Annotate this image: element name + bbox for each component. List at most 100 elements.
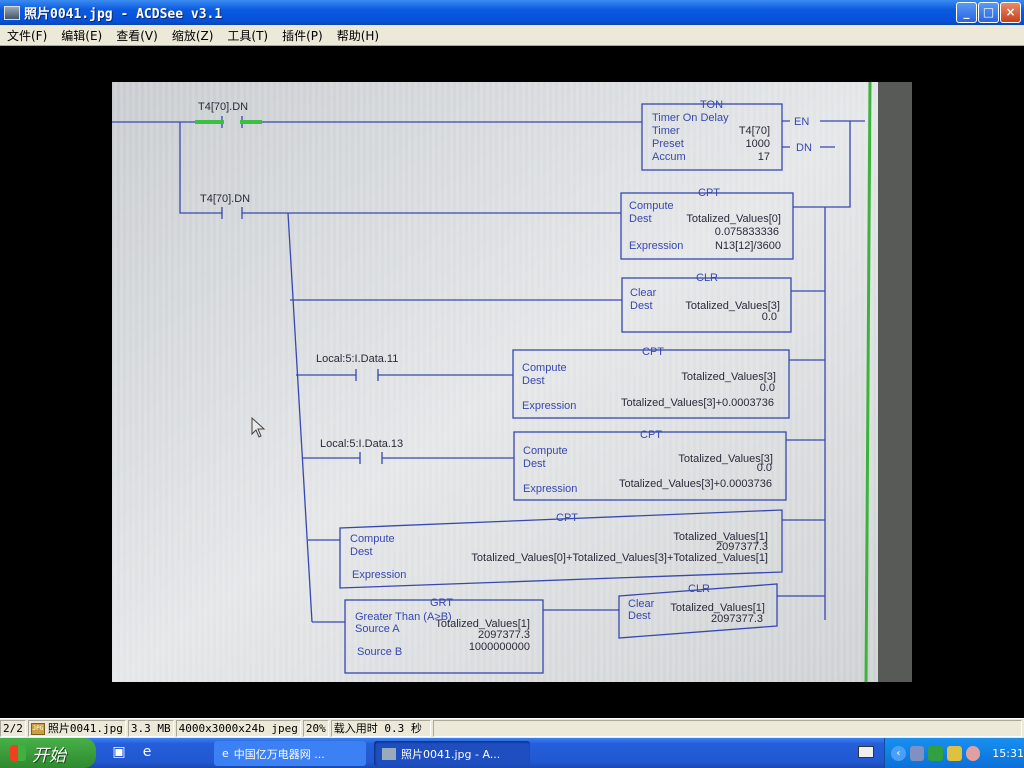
cpt1-value: 0.075833336 <box>715 226 779 238</box>
ladder-wires <box>112 116 865 623</box>
menu-edit[interactable]: 编辑(E) <box>61 28 103 43</box>
clr1-title: CLR <box>696 272 718 284</box>
show-desktop-icon[interactable]: ▣ <box>112 744 126 760</box>
cpt3-expr: Totalized_Values[3]+0.0003736 <box>619 478 772 490</box>
ie-quicklaunch-icon[interactable]: e <box>142 744 152 760</box>
cpt1-dest-label: Dest <box>629 213 652 225</box>
tray-expand-icon[interactable]: ‹ <box>891 745 906 761</box>
clr2-title: CLR <box>688 583 710 595</box>
contact-label: T4[70].DN <box>200 193 250 205</box>
maximize-button[interactable]: □ <box>978 2 999 23</box>
grt-srcb-label: Source B <box>357 646 402 658</box>
cpt3-value: 0.0 <box>757 462 772 474</box>
cpt2-expr-label: Expression <box>522 400 576 412</box>
ton-accum-label: Accum <box>652 151 686 163</box>
contact-label: Local:5:I.Data.13 <box>320 438 403 450</box>
cpt1-compute: Compute <box>629 200 674 212</box>
clr2-clear: Clear <box>628 598 655 610</box>
cpt3-dest-label: Dest <box>523 458 546 470</box>
security-alert-icon[interactable] <box>946 745 962 761</box>
network-icon[interactable] <box>909 745 925 761</box>
cpt3-title: CPT <box>640 429 662 441</box>
cpt4-expr-label: Expression <box>352 569 406 581</box>
status-filename: 照片0041.jpg <box>47 722 123 735</box>
close-button[interactable]: × <box>1000 2 1021 23</box>
ton-en-coil: EN <box>794 116 809 128</box>
cpt1-expr-label: Expression <box>629 240 683 252</box>
ton-timer-label: Timer <box>652 125 680 137</box>
menu-tools[interactable]: 工具(T) <box>227 28 269 43</box>
clr2-value: 2097377.3 <box>711 613 763 625</box>
ton-title: TON <box>700 99 723 111</box>
status-size: 3.3 MB <box>127 720 174 737</box>
cpt2-dest: Totalized_Values[3] <box>681 371 776 383</box>
task-label: 中国亿万电器网 ... <box>233 747 325 761</box>
ton-accum-value: 17 <box>758 151 770 163</box>
menu-plugins[interactable]: 插件(P) <box>282 28 323 43</box>
taskbar-item-browser[interactable]: e 中国亿万电器网 ... <box>214 741 366 766</box>
status-dimensions: 4000x3000x24b jpeg <box>175 720 301 737</box>
cpt4-dest-label: Dest <box>350 546 373 558</box>
ton-preset-value: 1000 <box>746 138 770 150</box>
cpt3-compute: Compute <box>523 445 568 457</box>
status-index: 2/2 <box>0 720 26 737</box>
clr2-dest: Totalized_Values[1] <box>670 602 765 614</box>
grt-title: GRT <box>430 597 453 609</box>
clr2-dest-label: Dest <box>628 610 651 622</box>
menu-file[interactable]: 文件(F) <box>7 28 48 43</box>
ie-icon: e <box>222 747 229 760</box>
contact-label: T4[70].DN <box>198 101 248 113</box>
status-load-time: 载入用时 0.3 秒 <box>330 720 431 737</box>
cpt1-dest: Totalized_Values[0] <box>686 213 781 225</box>
image-viewer[interactable]: T4[70].DN T4[70].DN Local:5:I.Data.11 Lo… <box>0 46 1024 718</box>
ton-preset-label: Preset <box>652 138 684 150</box>
ton-name: Timer On Delay <box>652 112 729 124</box>
mouse-cursor-icon <box>251 416 266 438</box>
grt-name: Greater Than (A>B) <box>355 611 452 623</box>
menu-help[interactable]: 帮助(H) <box>336 28 380 43</box>
clr1-dest-label: Dest <box>630 300 653 312</box>
window-title: 照片0041.jpg - ACDSee v3.1 <box>24 7 223 22</box>
grt-srca-value: 2097377.3 <box>478 629 530 641</box>
clock[interactable]: 15:31 <box>992 746 1024 760</box>
photo-ladder-logic: T4[70].DN T4[70].DN Local:5:I.Data.11 Lo… <box>112 82 912 682</box>
start-button[interactable]: 开始 <box>0 738 96 768</box>
contact-label: Local:5:I.Data.11 <box>316 353 398 365</box>
green-power-rail <box>864 82 872 682</box>
acdsee-app-icon[interactable] <box>4 5 20 20</box>
grt-srca-label: Source A <box>355 623 400 635</box>
menu-bar: 文件(F) 编辑(E) 查看(V) 缩放(Z) 工具(T) 插件(P) 帮助(H… <box>0 25 1024 46</box>
cpt4-title: CPT <box>556 512 578 524</box>
minimize-button[interactable]: _ <box>956 2 977 23</box>
cpt4-dest: Totalized_Values[1] <box>673 531 768 543</box>
ton-dn-coil: DN <box>796 142 812 154</box>
cpt3-expr-label: Expression <box>523 483 577 495</box>
jpg-file-icon: JPG <box>30 722 45 735</box>
instruction-boxes <box>339 103 794 674</box>
update-icon[interactable] <box>965 745 981 761</box>
task-label: 照片0041.jpg - A... <box>401 747 501 761</box>
menu-view[interactable]: 查看(V) <box>116 28 158 43</box>
windows-flag-icon <box>10 745 26 761</box>
monitor-bezel <box>878 82 912 682</box>
cpt2-value: 0.0 <box>760 382 775 394</box>
menu-zoom[interactable]: 缩放(Z) <box>171 28 214 43</box>
start-label: 开始 <box>32 745 66 766</box>
cpt2-dest-label: Dest <box>522 375 545 387</box>
cpt2-compute: Compute <box>522 362 567 374</box>
cpt2-title: CPT <box>642 346 664 358</box>
cpt1-expr: N13[12]/3600 <box>715 240 781 252</box>
cpt2-expr: Totalized_Values[3]+0.0003736 <box>621 397 774 409</box>
taskbar-item-acdsee[interactable]: 照片0041.jpg - A... <box>374 741 530 766</box>
security-shield-icon[interactable] <box>928 745 943 761</box>
title-bar: 照片0041.jpg - ACDSee v3.1 _ □ × <box>0 0 1024 25</box>
cpt4-value: 2097377.3 <box>716 541 768 553</box>
cpt4-compute: Compute <box>350 533 395 545</box>
taskbar: 开始 ▣ e e 中国亿万电器网 ... 照片0041.jpg - A... ‹ … <box>0 738 1024 768</box>
clr1-value: 0.0 <box>762 311 777 323</box>
grt-srca: Totalized_Values[1] <box>435 618 530 630</box>
system-tray: ‹ 15:31 <box>884 738 1024 768</box>
keyboard-icon[interactable] <box>858 746 874 758</box>
